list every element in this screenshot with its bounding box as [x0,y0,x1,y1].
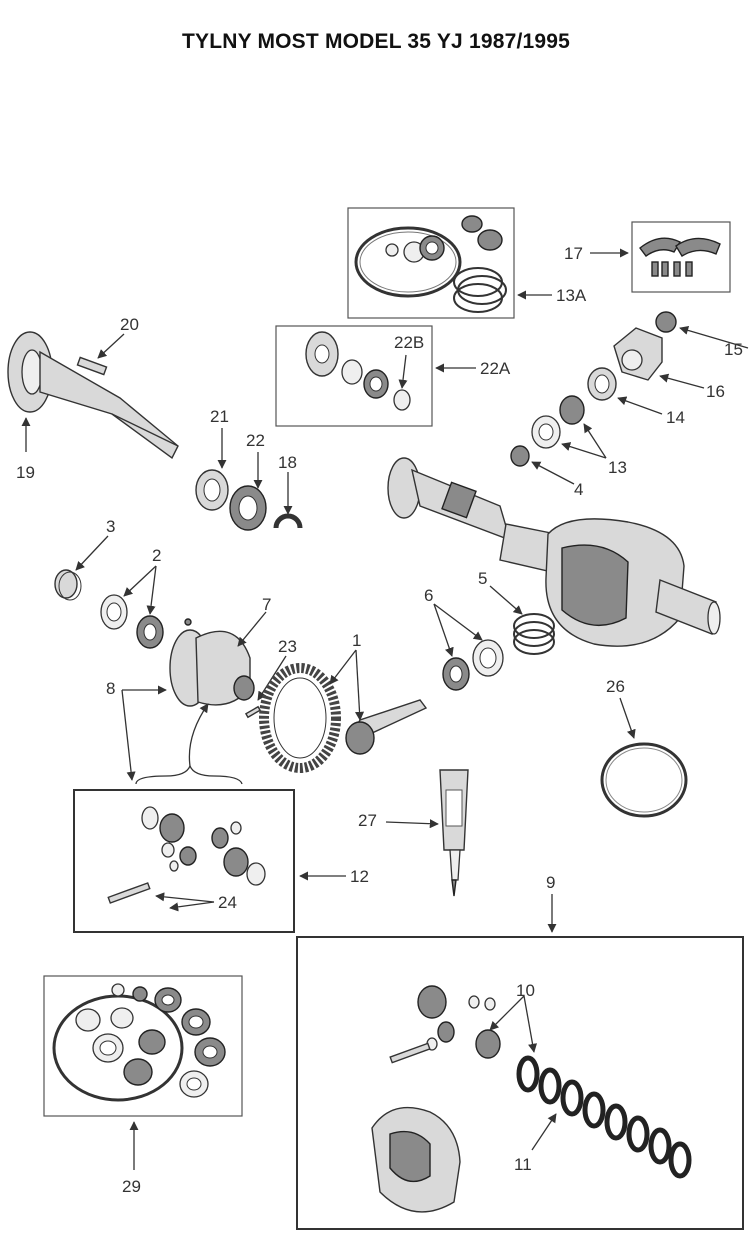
label-22b: 22B [394,333,424,352]
label-6: 6 [424,586,433,605]
clutch-plates [516,1055,692,1179]
pinion-gear [345,699,428,755]
label-11: 11 [514,1155,532,1174]
label-18: 18 [278,453,297,472]
label-10: 10 [516,981,535,1000]
label-13a: 13A [556,286,587,305]
label-22a: 22A [480,359,511,378]
label-3: 3 [106,517,115,536]
diff-case [169,618,255,707]
axle-shaft [7,331,179,460]
label-1: 1 [352,631,361,650]
label-4: 4 [574,480,583,499]
pinion-yoke [613,327,663,381]
label-12: 12 [350,867,369,886]
label-27: 27 [358,811,377,830]
label-22: 22 [246,431,265,450]
label-17: 17 [564,244,583,263]
kit-17-parts [639,237,721,277]
label-19: 19 [16,463,35,482]
label-20: 20 [120,315,139,334]
kit-12-parts [107,806,266,904]
axle-bearing [229,485,267,531]
kit-29-box [43,975,243,1117]
label-14: 14 [666,408,685,427]
sealant-tube [439,769,469,897]
axle-lock-c-clip [273,513,303,529]
cross-pin [244,705,262,719]
diagram-title: TYLNY MOST MODEL 35 YJ 1987/1995 [181,30,571,53]
wheel-stud [76,356,108,376]
pinion-shim [510,445,530,467]
label-16: 16 [706,382,725,401]
label-23: 23 [278,637,297,656]
cover-gasket [600,742,688,818]
label-24: 24 [218,893,237,912]
kit-29-parts [52,983,226,1102]
kit-12-brace [135,764,243,785]
label-15: 15 [724,340,743,359]
label-5: 5 [478,569,487,588]
label-2: 2 [152,546,161,565]
label-26: 26 [606,677,625,696]
kit-13a-box [347,207,515,319]
pinion-seal [587,367,617,401]
kit-13a-parts [354,215,507,313]
ring-gear [259,663,341,773]
kit-22a-parts [305,331,411,411]
kit-9-box [296,936,744,1230]
collapsible-spacer [513,613,555,655]
pinion-bearings-6 [442,639,504,691]
axle-housing [387,457,721,647]
pinion-nut [655,311,677,333]
label-21: 21 [210,407,229,426]
label-9: 9 [546,873,555,892]
label-29: 29 [122,1177,141,1196]
kit-9-parts [371,985,501,1213]
kit-22a-box [275,325,433,427]
axle-seal [195,469,229,511]
diff-bearings-2 [100,594,164,649]
pinion-bearings [531,395,585,449]
label-8: 8 [106,679,115,698]
label-13: 13 [608,458,627,477]
kit-17-box [631,221,731,293]
kit-12-box [73,789,295,933]
label-7: 7 [262,595,271,614]
diff-shim-3 [54,569,82,601]
